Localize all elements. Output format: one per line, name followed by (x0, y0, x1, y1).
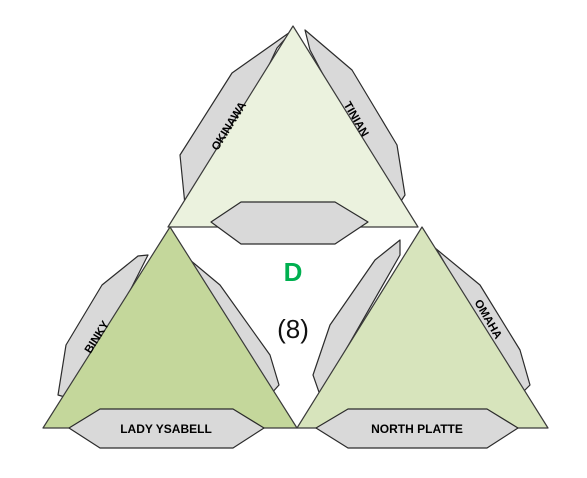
right-triangle-group: OMAHA NORTH PLATTE (296, 226, 549, 449)
pod-north-platte[interactable] (315, 408, 519, 449)
group-count: (8) (277, 314, 309, 344)
top-triangle-group: OKINAWA TINIAN (167, 25, 419, 245)
group-letter: D (284, 257, 303, 287)
pod-label-north-platte: NORTH PLATTE (371, 422, 463, 436)
pod-lady-ysabell[interactable] (68, 408, 265, 449)
left-triangle-group: BINKY LADY YSABELL (42, 226, 298, 449)
pod-label-lady-ysabell: LADY YSABELL (120, 422, 212, 436)
pod-top-center[interactable] (210, 201, 369, 245)
pod-right-inner[interactable] (312, 239, 401, 396)
